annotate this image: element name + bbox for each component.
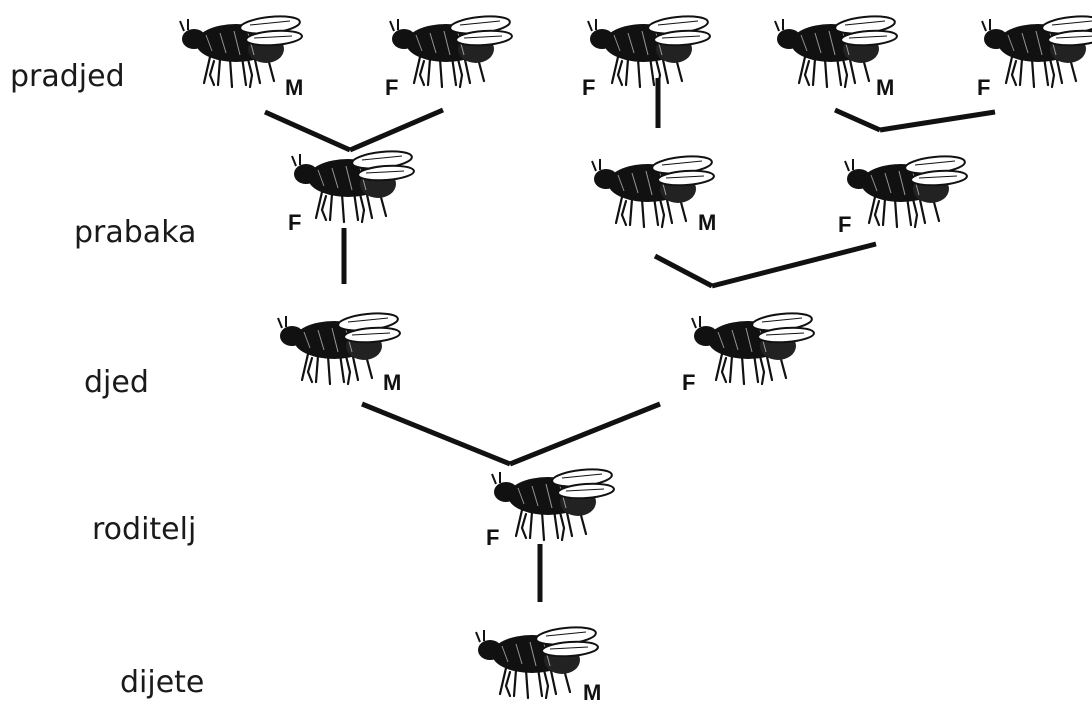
bee-icon [843,152,969,229]
bee-b6: F [288,147,416,235]
link-b8-b10 [711,241,877,289]
sex-label: F [486,525,499,550]
generation-label-roditelj: roditelj [92,512,197,547]
bee-icon [388,12,514,89]
bee-b7: M [590,152,716,235]
link-b4-b8 [833,107,882,133]
bee-b10: F [682,309,816,395]
sex-label: F [838,212,851,237]
bee-icon [690,309,816,386]
sex-label: M [285,75,303,100]
bee-b1: M [178,12,304,100]
generation-label-djed: djed [84,365,149,400]
sex-label: F [977,75,990,100]
generation-label-pradjed: pradjed [10,59,125,94]
bee-b3: F [582,12,712,100]
bee-icon [590,152,716,229]
sex-label: F [385,75,398,100]
bee-icon [290,147,416,224]
bee-icon [980,12,1092,89]
bee-icon [474,623,600,700]
links-layer [263,78,996,602]
generation-label-prabaka: prabaka [74,215,197,250]
link-b10-b11 [509,401,661,467]
link-b5-b8 [879,109,996,133]
link-b2-b6 [349,107,444,153]
link-b9-b11 [361,401,511,467]
generation-label-dijete: dijete [120,665,205,700]
bee-b12: M [474,623,601,705]
sex-label: M [383,370,401,395]
sex-label: F [288,210,301,235]
bee-icon [490,465,616,542]
bee-b2: F [385,12,514,100]
bee-b4: M [773,12,899,100]
sex-label: M [876,75,894,100]
sex-label: F [682,370,695,395]
sex-label: M [698,210,716,235]
bees-layer: M F F M F F M F M F F M [178,12,1092,705]
sex-label: F [582,75,595,100]
link-b1-b6 [263,109,352,153]
bee-b11: F [486,465,616,550]
bee-b5: F [977,12,1092,100]
bee-icon [586,12,712,89]
bee-b8: F [838,152,969,237]
bee-b9: M [276,309,402,395]
sex-label: M [583,680,601,705]
link-b7-b10 [653,253,714,289]
